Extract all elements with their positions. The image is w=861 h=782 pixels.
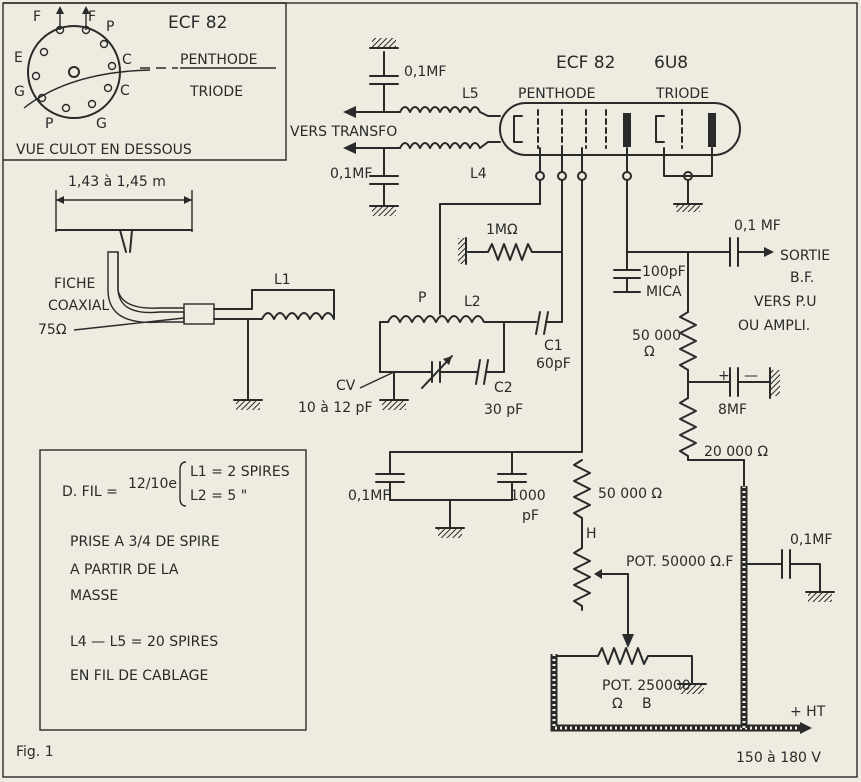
vers-transfo-label: VERS TRANSFO bbox=[290, 124, 397, 140]
c8-plus: + bbox=[718, 368, 730, 384]
coaxial-label: COAXIAL bbox=[48, 298, 109, 314]
pot1-label: POT. 50000 Ω.F bbox=[626, 554, 733, 570]
note-dfil: D. FIL = bbox=[62, 484, 118, 500]
ampli-label: OU AMPLI. bbox=[738, 318, 810, 334]
voltage-label: 150 à 180 V bbox=[736, 750, 821, 766]
c-top-label: 0,1MF bbox=[404, 64, 446, 80]
ht-bus bbox=[550, 486, 835, 734]
c01b-label: 0,1MF bbox=[348, 488, 390, 504]
antenna-coax bbox=[55, 190, 335, 410]
socket-diagram bbox=[3, 2, 287, 161]
pot2-unit: Ω bbox=[612, 696, 623, 712]
socket-pin-e: E bbox=[14, 50, 23, 66]
socket-pin-g2: G bbox=[96, 116, 107, 132]
r50k-a-label: 50 000 bbox=[632, 328, 681, 344]
r50k-a-unit: Ω bbox=[644, 344, 655, 360]
heater-filter bbox=[343, 38, 489, 216]
socket-pin-f1: F bbox=[33, 9, 41, 25]
c-l4-label: 0,1MF bbox=[330, 166, 372, 182]
screen-supply bbox=[375, 179, 634, 648]
note-partir: A PARTIR DE LA bbox=[70, 562, 179, 578]
socket-title: ECF 82 bbox=[168, 13, 227, 33]
tube-name: ECF 82 bbox=[556, 53, 615, 73]
mica-label: MICA bbox=[646, 284, 682, 300]
bf-label: B.F. bbox=[790, 270, 814, 286]
c1000-unit: pF bbox=[522, 508, 539, 524]
pot2-b-label: B bbox=[642, 696, 652, 712]
vers-pu-label: VERS P.U bbox=[754, 294, 816, 310]
socket-pin-c2: C bbox=[120, 83, 130, 99]
note-l1: L1 = 2 SPIRES bbox=[190, 464, 290, 480]
ht-label: + HT bbox=[790, 704, 826, 720]
tube-penthode: PENTHODE bbox=[518, 86, 596, 102]
cv-label: CV bbox=[336, 378, 356, 394]
p-label: P bbox=[418, 290, 426, 306]
note-l4l5: L4 — L5 = 20 SPIRES bbox=[70, 634, 218, 650]
note-frac: 12/10e bbox=[128, 476, 177, 492]
note-l2: L2 = 5 " bbox=[190, 488, 247, 504]
r50k-b-label: 50 000 Ω bbox=[598, 486, 662, 502]
antenna-length-label: 1,43 à 1,45 m bbox=[68, 174, 166, 190]
c2-label: C2 bbox=[494, 380, 513, 396]
fiche-label: FICHE bbox=[54, 276, 95, 292]
triode-output bbox=[613, 179, 780, 487]
oscillator-tank bbox=[359, 179, 563, 410]
sortie-label: SORTIE bbox=[780, 248, 830, 264]
socket-penthode: PENTHODE bbox=[180, 52, 258, 68]
socket-triode: TRIODE bbox=[189, 84, 243, 100]
note-prise: PRISE A 3/4 DE SPIRE bbox=[70, 534, 220, 550]
c100-label: 100pF bbox=[642, 264, 686, 280]
note-fil: EN FIL DE CABLAGE bbox=[70, 668, 208, 684]
l4-label: L4 bbox=[470, 166, 487, 182]
l2-label: L2 bbox=[464, 294, 481, 310]
c1-label: C1 bbox=[544, 338, 563, 354]
socket-pin-p2: P bbox=[45, 116, 53, 132]
l1-label: L1 bbox=[274, 272, 291, 288]
ohm75-label: 75Ω bbox=[38, 322, 67, 338]
pot2-label: POT. 250000 bbox=[602, 678, 691, 694]
tube-triode: TRIODE bbox=[655, 86, 709, 102]
socket-pin-f2: F bbox=[88, 9, 96, 25]
tube-envelope bbox=[487, 102, 741, 156]
note-masse: MASSE bbox=[70, 588, 118, 604]
tube-alt: 6U8 bbox=[654, 53, 688, 73]
c-out-label: 0,1 MF bbox=[734, 218, 781, 234]
c8-label: 8MF bbox=[718, 402, 747, 418]
c1-value: 60pF bbox=[536, 356, 571, 372]
c1000-label: 1000 bbox=[510, 488, 546, 504]
cv-value: 10 à 12 pF bbox=[298, 400, 373, 416]
socket-view-caption: VUE CULOT EN DESSOUS bbox=[16, 142, 192, 158]
h-label: H bbox=[586, 526, 597, 542]
socket-pin-g1: G bbox=[14, 84, 25, 100]
tube-pins bbox=[535, 147, 713, 212]
c01c-label: 0,1MF bbox=[790, 532, 832, 548]
r20k-label: 20 000 Ω bbox=[704, 444, 768, 460]
c8-minus: — bbox=[744, 368, 758, 384]
socket-pin-c1: C bbox=[122, 52, 132, 68]
c2-value: 30 pF bbox=[484, 402, 523, 418]
l5-label: L5 bbox=[462, 86, 479, 102]
fig-label: Fig. 1 bbox=[16, 744, 54, 760]
notes-box bbox=[39, 449, 307, 731]
r1m-label: 1MΩ bbox=[486, 222, 518, 238]
socket-pin-p1: P bbox=[106, 19, 114, 35]
